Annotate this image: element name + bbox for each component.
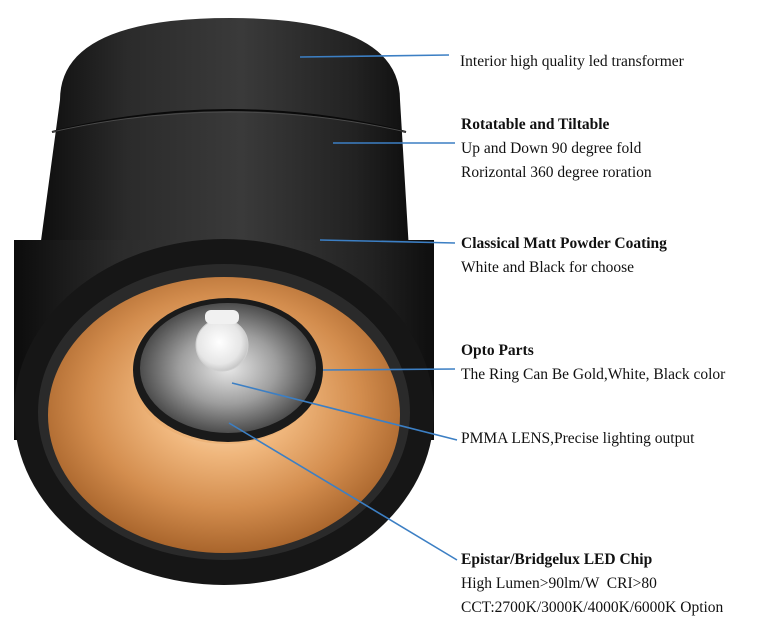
leader-line-lens [231,382,458,441]
callout-chip-line-1: High Lumen>90lm/W CRI>80 [461,575,657,592]
callout-opto-line: The Ring Can Be Gold,White, Black color [461,366,726,383]
callout-coating: Classical Matt Powder Coating White and … [461,232,667,280]
callout-chip-title: Epistar/Bridgelux LED Chip [461,551,653,568]
leader-line-coating [319,239,456,244]
leader-line-opto [322,368,456,371]
callout-lens: PMMA LENS,Precise lighting output [461,427,694,451]
callout-opto-title: Opto Parts [461,342,534,359]
callout-opto: Opto Parts The Ring Can Be Gold,White, B… [461,339,725,387]
callout-rotatable: Rotatable and Tiltable Up and Down 90 de… [461,113,652,185]
callout-transformer: Interior high quality led transformer [460,50,684,74]
callout-rotatable-line-1: Up and Down 90 degree fold [461,140,642,157]
callout-rotatable-line-2: Rorizontal 360 degree roration [461,164,652,181]
callout-chip: Epistar/Bridgelux LED Chip High Lumen>90… [461,548,723,620]
pmma-lens [195,310,249,372]
callout-chip-line-2: CCT:2700K/3000K/4000K/6000K Option [461,599,724,616]
callout-transformer-line: Interior high quality led transformer [460,53,684,70]
callout-coating-line: White and Black for choose [461,259,635,276]
callout-lens-line: PMMA LENS,Precise lighting output [461,430,695,447]
callout-rotatable-title: Rotatable and Tiltable [461,116,610,133]
callout-coating-title: Classical Matt Powder Coating [461,235,667,252]
leader-lines [228,54,458,561]
leader-line-chip [228,422,458,561]
leader-line-transformer [299,54,450,58]
